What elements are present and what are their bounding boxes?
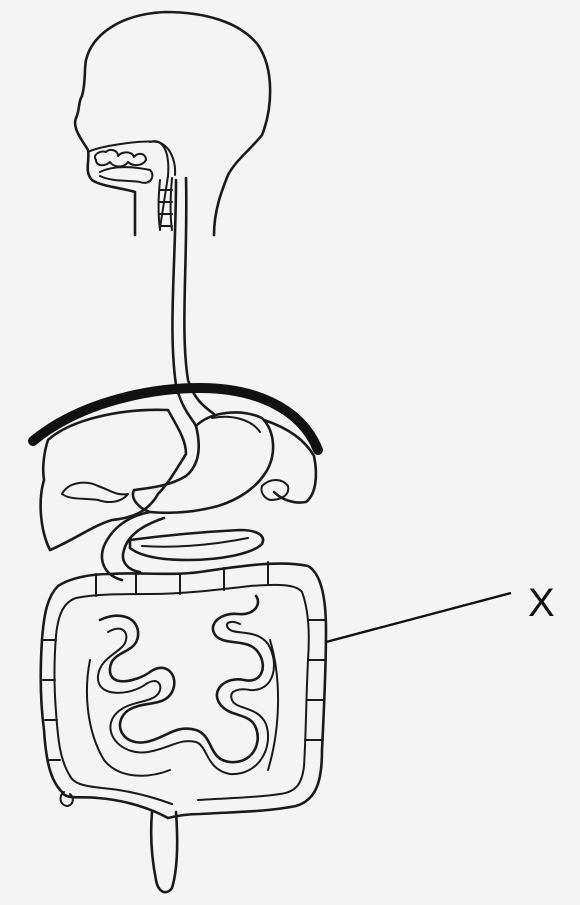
tongue <box>100 167 152 183</box>
teeth <box>95 150 146 167</box>
stomach <box>133 412 273 512</box>
liver <box>41 410 186 550</box>
diaphragm <box>33 388 318 450</box>
label-x-leader-line <box>326 593 511 642</box>
gall-bladder <box>62 483 128 502</box>
appendix <box>61 792 73 806</box>
stomach-inner <box>212 417 260 432</box>
large-intestine <box>41 564 326 818</box>
label-x: X <box>528 581 555 625</box>
rectum <box>151 812 177 892</box>
spleen <box>261 480 288 500</box>
small-intestine <box>100 596 263 762</box>
mouth-cavity <box>88 142 175 175</box>
pancreas-inner <box>142 538 248 547</box>
large-intestine-inner <box>55 585 309 804</box>
